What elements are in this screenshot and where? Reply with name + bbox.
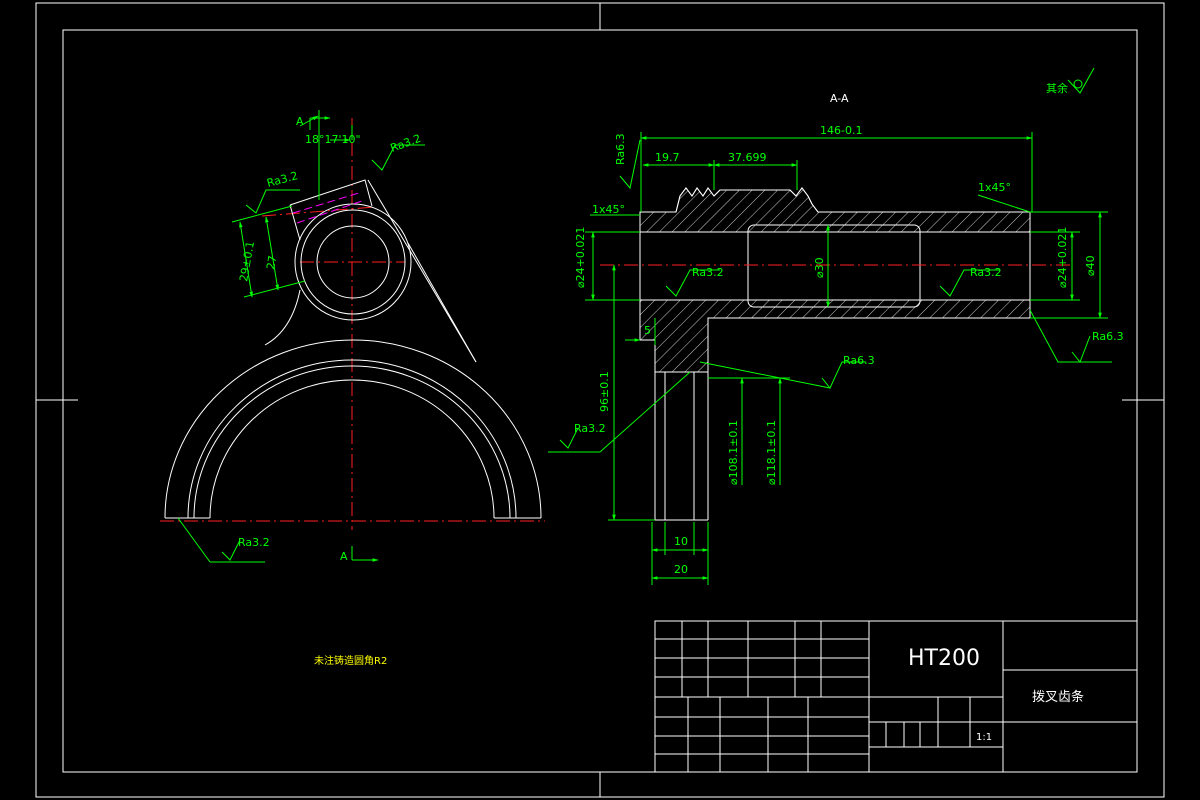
part-name: 拨叉齿条 [1032,689,1084,705]
dim-29: 29±0.1 [237,240,257,282]
ra32-bore-left: Ra3.2 [692,266,724,279]
chamfer-left: 1x45° [592,203,625,216]
ra32-bottom: Ra3.2 [238,536,270,549]
chamfer-right: 1x45° [978,181,1011,194]
dim-overall-length: 146-0.1 [820,124,862,137]
ra63-lower: Ra6.3 [843,354,875,367]
dim-10: 10 [674,535,688,548]
section-label: A-A [830,92,849,105]
dim-dia118: ⌀118.1±0.1 [765,420,778,485]
sheet-border [35,2,1165,798]
hub-outer-circle [294,203,412,321]
dim-dia24-right: ⌀24+0.021 [1056,227,1069,288]
cut-marker-bottom: A [340,550,348,563]
fork-inner-arc [209,379,495,519]
ra32-left: Ra3.2 [574,422,606,435]
dim-dia24-left: ⌀24+0.021 [574,227,587,288]
dim-dia40: ⌀40 [1084,255,1097,276]
dim-37-699: 37.699 [728,151,767,164]
dim-19-7: 19.7 [655,151,680,164]
dim-96: 96±0.1 [598,371,611,412]
scale-value: 1:1 [976,732,992,743]
title-block [654,620,1138,773]
fork-outer-arc [164,339,542,519]
front-view [160,110,545,563]
ra63-right: Ra6.3 [1092,330,1124,343]
cut-marker-top: A [296,115,304,128]
material-label: HT200 [908,646,980,671]
roughness-note: 其余 [1046,81,1068,95]
angle-dim: 18°17'10" [305,133,361,146]
ra63-top: Ra6.3 [614,133,627,165]
dim-dia108: ⌀108.1±0.1 [727,420,740,485]
dim-27: 27 [264,254,279,270]
bore-groove [747,224,921,308]
dim-20: 20 [674,563,688,576]
ra32-bore-right: Ra3.2 [970,266,1002,279]
section-view [548,67,1112,585]
technical-note: 未注铸造圆角R2 [314,654,387,667]
dim-5: 5 [644,324,651,337]
dim-dia30: ⌀30 [813,257,826,278]
bore-circle [316,225,390,299]
ra32-block: Ra3.2 [265,169,299,190]
ra32-top: Ra3.2 [389,132,423,155]
top-block [289,179,373,207]
